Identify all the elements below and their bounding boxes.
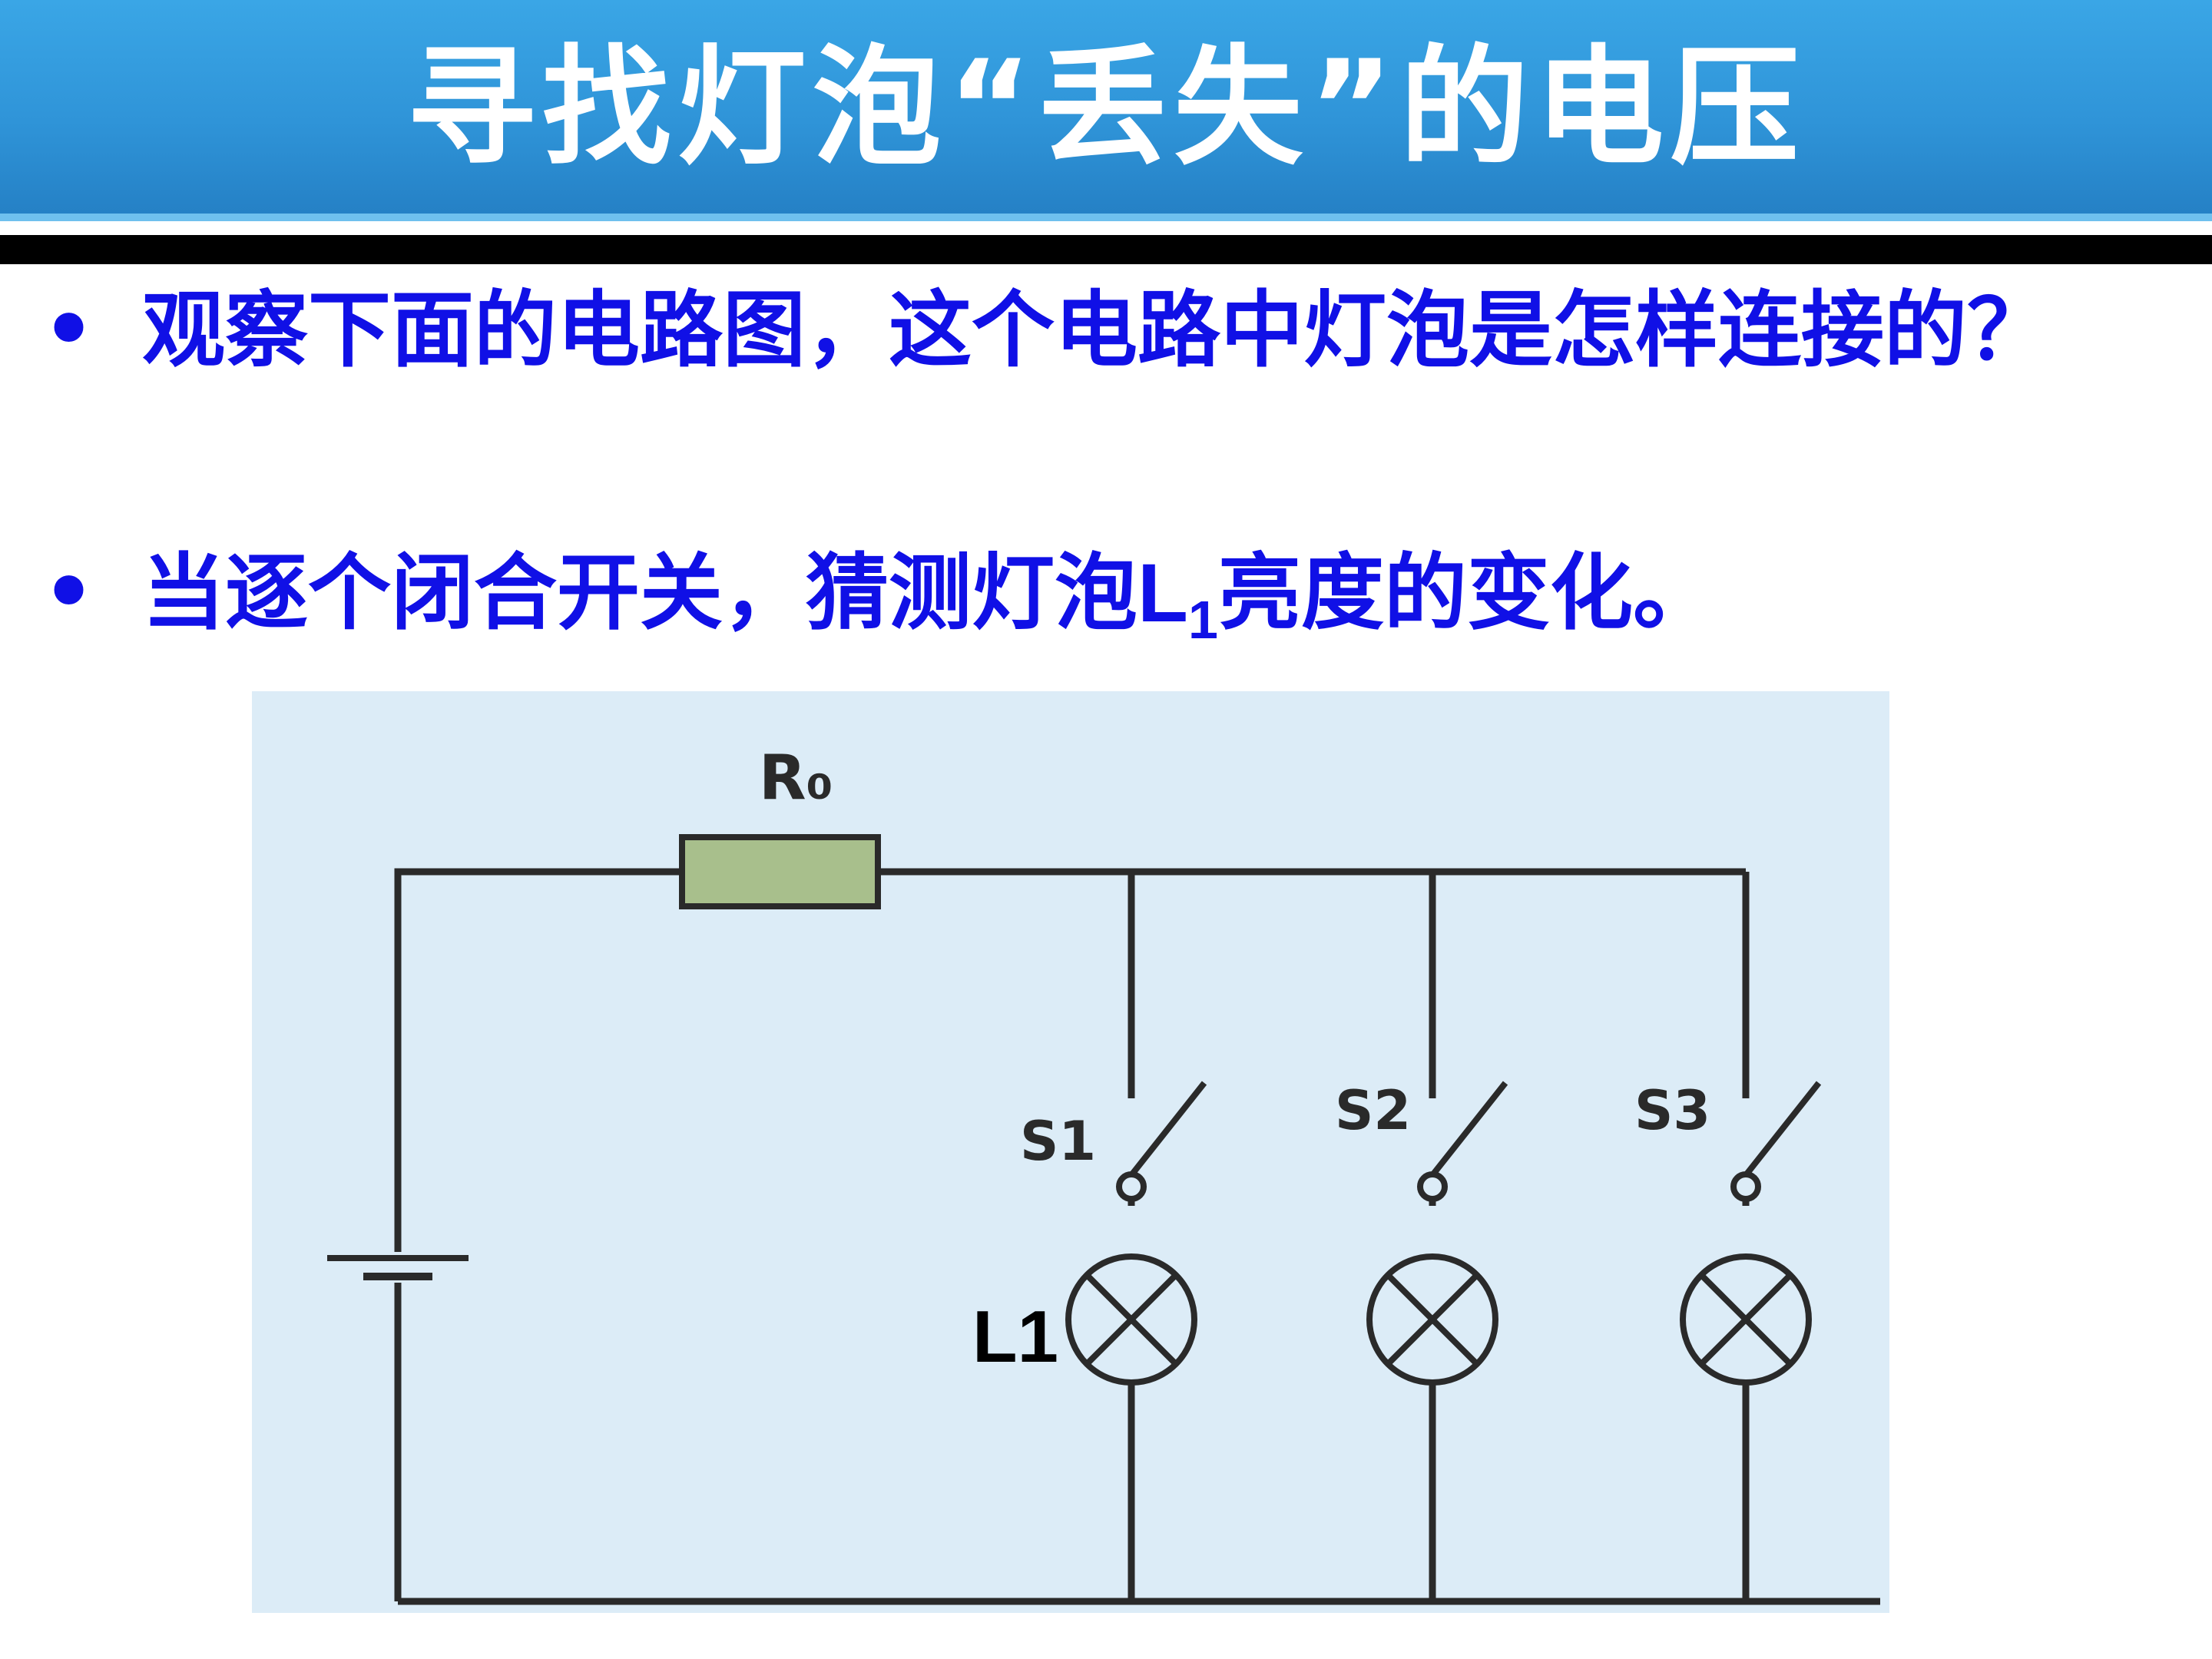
switch-label-s3: S3 bbox=[1634, 1079, 1710, 1142]
switch-s2 bbox=[1417, 1081, 1508, 1202]
lamp-letter: L bbox=[1137, 546, 1188, 639]
bullet-text-1: 观察下面的电路图，这个电路中灯泡是怎样连接的？ bbox=[142, 282, 2051, 379]
bullet-text-2a: 当逐个闭合开关，猜测灯泡 bbox=[142, 545, 1138, 641]
bullet-item-2: • 当逐个闭合开关，猜测灯泡L1亮度的变化。 bbox=[42, 545, 2139, 666]
circuit-diagram: R₀ S1 S2 S3 L1 bbox=[252, 691, 1889, 1613]
title-bar-highlight bbox=[0, 214, 2212, 221]
lamp-l3-icon bbox=[1680, 1253, 1812, 1386]
switch-s3 bbox=[1730, 1081, 1822, 1202]
bullet-text-2b: 亮度的变化。 bbox=[1217, 545, 1716, 641]
left-wire bbox=[394, 868, 682, 1601]
switch-label-s2: S2 bbox=[1335, 1079, 1411, 1142]
resistor-r0 bbox=[679, 834, 881, 909]
lamp-subscript: 1 bbox=[1188, 590, 1218, 650]
bullet-marker: • bbox=[42, 545, 96, 641]
diagram-background bbox=[252, 691, 1889, 1613]
switch-label-s1: S1 bbox=[1020, 1110, 1096, 1173]
bullet-marker: • bbox=[42, 282, 96, 378]
title-bar bbox=[0, 0, 2212, 221]
slide-title: 寻找灯泡“丢失”的电压 bbox=[406, 32, 1806, 183]
resistor-label: R₀ bbox=[759, 742, 833, 813]
lamp-l2-icon bbox=[1366, 1253, 1498, 1386]
battery-icon bbox=[327, 1252, 469, 1283]
lamp-l1-label: L1 bbox=[1137, 546, 1218, 651]
bullet-item-1: • 观察下面的电路图，这个电路中灯泡是怎样连接的？ bbox=[42, 282, 2139, 379]
lamp-label-l1: L1 bbox=[972, 1296, 1058, 1378]
lamp-l1-icon bbox=[1065, 1253, 1197, 1386]
switch-s1 bbox=[1116, 1081, 1207, 1202]
title-divider bbox=[0, 235, 2212, 264]
